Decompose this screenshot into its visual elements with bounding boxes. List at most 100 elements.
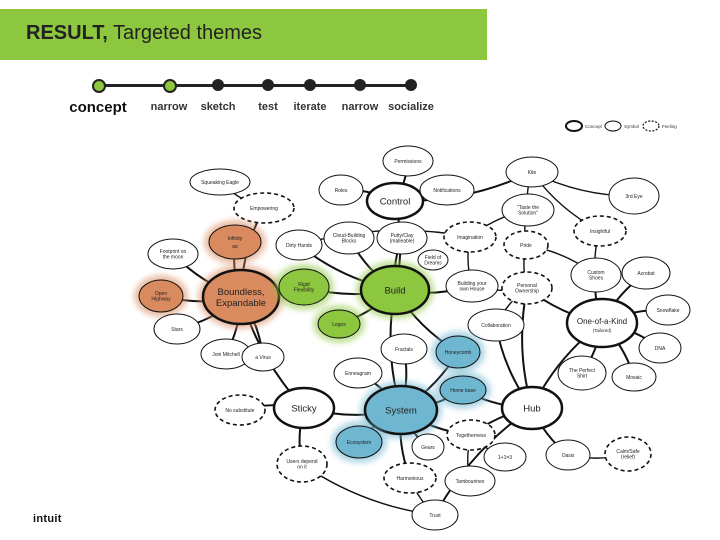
node-label: Togetherness: [456, 433, 487, 439]
node-pride: Pride: [503, 230, 549, 260]
node-insightful: Insightful: [573, 215, 627, 247]
node-label: DNA: [655, 346, 666, 352]
node-shape: [505, 156, 559, 188]
node-acrobat: Acrobat: [621, 256, 671, 290]
node-fractals: Fractals: [380, 333, 428, 365]
node-tambourines: Tambourines: [444, 465, 496, 497]
node-shape: [359, 264, 431, 316]
node-shape: [317, 309, 361, 339]
node-shape: [411, 433, 445, 461]
node-shape: [611, 362, 657, 392]
node-shape: [565, 297, 639, 349]
node-boundless: Boundless,Expandable: [198, 265, 284, 329]
node-one-one-three: 1+1=3: [483, 442, 527, 472]
step-label-5: narrow: [341, 101, 379, 113]
node-shape: [189, 168, 251, 196]
node-label: Mosaic: [626, 375, 642, 381]
concept-map-nodes: Squeaking EagleEmpoweringRolesControlPer…: [134, 145, 691, 531]
node-putty: Putty/Clay(malleable): [376, 221, 428, 255]
node-trust: Trust: [411, 499, 459, 531]
node-label: Stars: [171, 327, 183, 333]
node-label: Calm/Safe(relief): [616, 449, 640, 461]
node-sticky: Sticky: [272, 386, 336, 430]
node-shape: [241, 342, 285, 372]
node-legos: Legos: [313, 305, 365, 343]
node-shape: [500, 385, 564, 431]
tailored-caption: (Tailored): [593, 328, 612, 333]
node-shape: [501, 271, 553, 305]
node-gears: Gears: [411, 433, 445, 461]
page-title: RESULT, Targeted themes: [26, 22, 262, 45]
node-label: Sticky: [291, 403, 317, 414]
node-stars: Stars: [153, 313, 201, 345]
node-label: Trust: [429, 513, 441, 519]
infinity-symbol: ∞: [232, 242, 238, 251]
node-label: Gears: [421, 445, 435, 451]
node-enneagram: Enneagram: [333, 357, 383, 389]
node-shape: [153, 313, 201, 345]
step-dot-2: [212, 79, 224, 91]
node-shape: [365, 181, 425, 221]
node-shape: [333, 357, 383, 389]
node-label: Permissions: [394, 159, 422, 165]
page-title-bold: RESULT,: [26, 22, 108, 44]
title-banner: [0, 9, 487, 60]
legend-symbol-swatch: [604, 120, 622, 132]
node-shape: [444, 465, 496, 497]
node-empowering: Empowering: [233, 192, 295, 224]
node-home-base: Home base: [435, 371, 491, 409]
legend-concept-label: Concept: [585, 124, 603, 129]
node-shape: [557, 355, 607, 391]
node-shape: [446, 419, 496, 451]
node-shape: [645, 294, 691, 326]
node-label: Harmonious: [397, 476, 424, 482]
node-shape: [214, 394, 266, 426]
node-label: Fractals: [395, 347, 413, 353]
node-system: System: [360, 381, 442, 439]
step-label-0: concept: [69, 99, 127, 116]
legend-feeling-label: Feeling: [662, 124, 677, 129]
node-togetherness: Togetherness: [446, 419, 496, 451]
step-label-3: test: [258, 101, 278, 113]
node-label: Joni Mitchell: [212, 352, 240, 358]
node-shape: [445, 269, 499, 303]
node-shape: [638, 332, 682, 364]
node-label: Home base: [450, 388, 476, 394]
node-label: Dirty Hands: [286, 243, 313, 249]
node-squeaking-eagle: Squeaking Eagle: [189, 168, 251, 196]
node-label: Oasis: [562, 453, 575, 459]
node-hub: Hub: [500, 385, 564, 431]
node-label: Tambourines: [456, 479, 485, 485]
node-permissions: Permissions: [382, 145, 434, 177]
node-label: Empowering: [250, 206, 278, 212]
node-shape: [275, 229, 323, 261]
node-calm-safe: Calm/Safe(relief): [604, 436, 652, 472]
node-label: Acrobat: [637, 271, 655, 277]
step-dot-1: [163, 79, 177, 93]
node-label: Snowflake: [656, 308, 679, 314]
node-shape: [419, 174, 475, 206]
node-label: Build: [384, 285, 405, 296]
node-shape: [382, 145, 434, 177]
process-timeline: [98, 84, 410, 87]
node-label: Roles: [335, 188, 348, 194]
node-shape: [501, 193, 555, 227]
node-harmonious: Harmonious: [383, 462, 437, 494]
node-label: Boundless,Expandable: [216, 287, 266, 309]
brand-logo: intuit: [33, 513, 62, 525]
step-dot-6: [405, 79, 417, 91]
step-dot-3: [262, 79, 274, 91]
node-honeycomb: Honeycomb: [431, 331, 485, 373]
node-label: No substitute: [225, 408, 254, 414]
